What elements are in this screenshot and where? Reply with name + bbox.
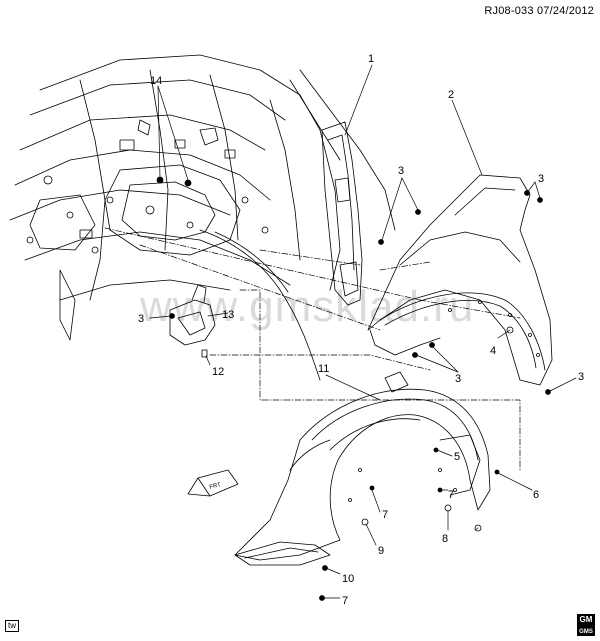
callout-3-pillar: 3	[398, 165, 404, 177]
callout-2: 2	[448, 89, 454, 101]
front-direction-arrow	[187, 469, 239, 497]
part-1-pillar-bracket	[321, 121, 363, 306]
callout-7-liner: 7	[448, 489, 454, 501]
callout-7-bottom: 7	[342, 595, 348, 607]
part-11-wheelhouse-liner	[234, 371, 491, 566]
callout-14: 14	[150, 75, 162, 87]
callout-12: 12	[212, 366, 224, 378]
callout-10: 10	[342, 573, 354, 585]
callout-1: 1	[368, 53, 374, 65]
front-label: FRT	[209, 482, 222, 491]
diagram-reference-code: RJ08-033 07/24/2012	[484, 5, 594, 17]
fasteners	[156, 176, 551, 601]
gm-logo: GM GMS	[577, 614, 595, 636]
corner-tag: tw	[5, 620, 19, 632]
part-2-front-fender	[367, 174, 553, 386]
callout-11: 11	[318, 363, 329, 375]
callout-3-fender-lower: 3	[455, 373, 461, 385]
callout-3-fender-rear: 3	[578, 371, 584, 383]
callout-6: 6	[533, 489, 539, 501]
callout-8: 8	[442, 533, 448, 545]
callout-5: 5	[454, 451, 460, 463]
callout-13: 13	[222, 309, 234, 321]
callout-3-bracket: 3	[138, 313, 144, 325]
callout-9: 9	[378, 545, 384, 557]
body-structure	[9, 54, 396, 381]
gm-logo-text: GM	[579, 615, 593, 624]
leader-lines	[149, 64, 577, 599]
callout-4: 4	[490, 345, 496, 357]
callout-labels: 1 2 3 3 3 3 3 4 5 6 7 7 7 8 9 10 11 12 1…	[138, 53, 584, 607]
callout-3-fender-top: 3	[538, 173, 544, 185]
callout-7-liner-front: 7	[382, 509, 388, 521]
part-13-bracket	[169, 284, 216, 346]
gm-logo-subtext: GMS	[579, 629, 593, 635]
alignment-lines	[104, 227, 521, 471]
